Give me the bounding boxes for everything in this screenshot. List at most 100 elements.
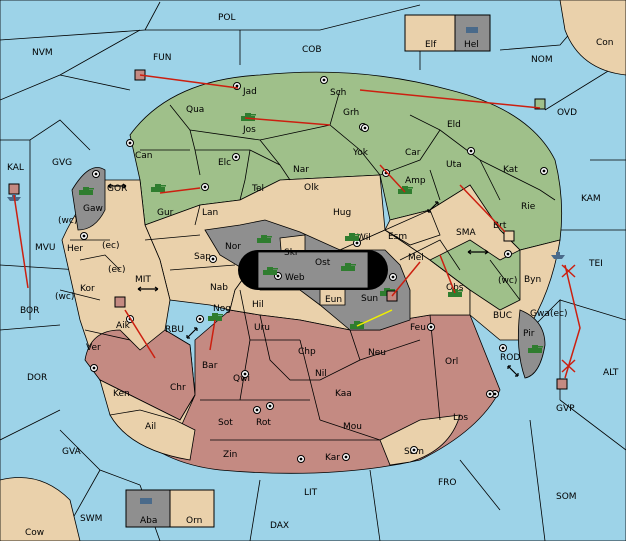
army-tank-icon[interactable] [341,263,356,271]
supply-center-dot [501,346,505,350]
support-arrow [356,309,393,327]
sea-label-buc: BUC [493,311,512,321]
supply-center-dot [211,257,215,261]
legend-aba-box [125,489,171,528]
supply-center-dot [198,317,202,321]
land-label-neu: Neu [368,348,386,358]
supply-center-dot [493,392,497,396]
army-tank-icon[interactable] [151,184,166,192]
land-label-nog: Nog [213,304,231,314]
land-label-hil: Hil [252,300,264,310]
order-cross [561,359,576,373]
supply-center-dot [412,448,416,452]
order-cross [561,264,576,278]
fleet-ship-icon [466,27,478,33]
army-tank-icon[interactable] [528,345,543,353]
land-label-nor: Nor [225,242,241,252]
land-label-hug: Hug [333,208,351,218]
unit-marker-icon[interactable] [556,378,568,390]
army-tank-icon[interactable] [208,313,223,321]
legend-hel-label: Hel [464,40,479,50]
land-label-gwa: Gwa [530,309,550,319]
region-cow[interactable] [0,477,81,541]
coast-annotation: (ec) [108,265,126,275]
land-label-gaw: Gaw [83,204,103,214]
land-label-skr: Skr [284,248,299,258]
unit-marker-icon[interactable] [503,230,515,242]
region-esm[interactable] [384,209,441,246]
sea-label-alt: ALT [603,368,619,378]
sea-label-dax: DAX [270,521,289,531]
sea-label-gvp: GVP [556,404,575,414]
order-arrow [359,89,541,109]
fleet-ship-icon[interactable] [551,252,565,259]
land-label-wil: Wil [357,233,371,243]
unit-marker-icon[interactable] [534,98,546,110]
supply-center-dot [488,392,492,396]
supply-center-dot [299,457,303,461]
army-tank-icon[interactable] [79,187,94,195]
supply-center-dot [322,78,326,82]
region-ail[interactable] [109,409,196,461]
unit-marker-icon[interactable] [8,183,20,195]
convoy-arrow-icon [507,365,519,377]
land-label-mel: Mel [408,253,424,263]
land-label-chp: Chp [298,347,316,357]
land-label-web: Web [285,273,305,283]
region-gaw[interactable] [71,167,106,231]
land-label-jad: Jad [242,87,257,97]
sea-label-kam: KAM [581,194,601,204]
land-label-mou: Mou [343,422,362,432]
land-label-tel: Tel [251,184,264,194]
land-label-rot: Rot [256,418,271,428]
supply-center-dot [255,408,259,412]
land-label-ail: Ail [145,422,156,432]
convoy-arrow-icon [186,327,198,339]
coast-annotation: (ec) [550,309,568,319]
legend-box-top: Elf Hel [404,14,491,52]
convoy-arrow-icon [137,286,159,292]
sea-label-cob: COB [302,45,322,55]
land-label-byn: Byn [524,275,541,285]
sea-label-pol: POL [218,13,236,23]
sea-label-mvu: MVU [35,243,56,253]
army-tank-icon[interactable] [257,235,272,243]
land-label-sot: Sot [218,418,233,428]
land-label-amp: Amp [405,176,426,186]
land-label-rie: Rie [521,202,536,212]
sea-label-nvm: NVM [32,48,53,58]
legend-elf-box [404,14,456,52]
land-label-orl: Orl [445,357,458,367]
region-east-green[interactable] [429,239,521,311]
order-arrow [391,261,421,297]
region-sam[interactable] [379,414,461,466]
supply-center-dot [391,275,395,279]
convoy-arrows [107,183,519,377]
land-label-elc: Elc [218,158,231,168]
sea-label-bor: BOR [20,306,39,316]
sea-label-sma: SMA [456,228,476,238]
region-chp-block[interactable] [259,314,361,381]
land-label-uru: Uru [254,323,270,333]
land-label-uta: Uta [446,160,462,170]
army-tank-icon[interactable] [345,233,360,241]
sea-label-gor: GOR [107,184,127,194]
region-pir[interactable] [517,309,546,379]
land-label-obs: Obs [446,283,464,293]
supply-center-dot [92,366,96,370]
land-label-kaa: Kaa [335,389,352,399]
convoy-arrow-icon [427,201,439,213]
land-label-sun: Sun [361,294,378,304]
sea-label-cow: Cow [25,528,44,538]
unit-marker-icon[interactable] [114,296,126,308]
land-label-esm: Esm [388,232,407,242]
supply-center-dot [234,155,238,159]
army-tank-icon[interactable] [350,321,365,329]
legend-box-bottom: Aba Orn [125,489,215,528]
army-tank-icon[interactable] [448,289,463,297]
order-arrow [209,319,216,351]
order-arrow [379,164,406,193]
sea-label-som: SOM [556,492,577,502]
army-tank-icon[interactable] [263,267,278,275]
